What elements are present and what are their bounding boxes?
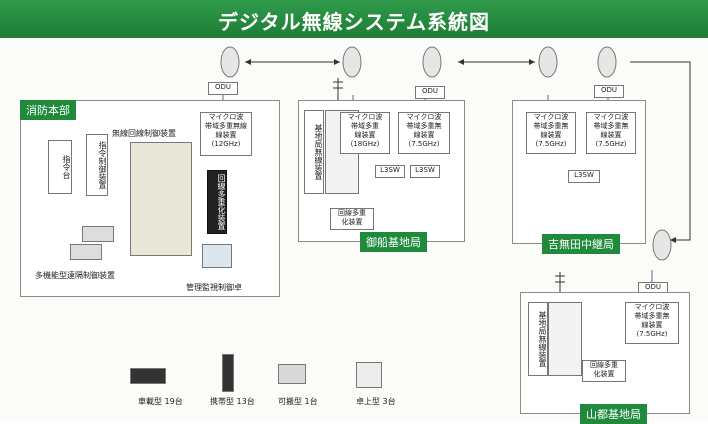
remote-control-label: 多機能型遠隔制御装置 [35, 271, 115, 280]
command-desk: 指令台 [48, 140, 72, 194]
l3sw-mifune-b: L3SW [410, 165, 440, 178]
portable-radio-icon [278, 364, 306, 384]
base-radio-yamato: 基地局無線装置 [528, 302, 548, 376]
monitor-icon [202, 244, 232, 268]
odu-hq: ODU [208, 82, 238, 95]
phone-icon [70, 244, 102, 260]
line-mux-mifune: 回線多重 化装置 [330, 208, 374, 230]
microwave-mifune-b: マイクロ波 帯域多重無 線装置 (7.5GHz) [398, 112, 450, 154]
line-mux-yamato: 回線多重 化装置 [582, 360, 626, 382]
radio-control-cabinet [130, 142, 192, 256]
station-label-mifune: 御船基地局 [360, 232, 427, 252]
terminal-vehicle: 車載型 19台 [138, 397, 183, 406]
station-label-yamato: 山都基地局 [580, 404, 647, 424]
odu-kichimuta: ODU [594, 85, 624, 98]
terminal-desktop: 卓上型 3台 [356, 397, 396, 406]
station-label-hq: 消防本部 [20, 100, 76, 120]
command-control-unit: 指令制御装置 [86, 134, 108, 196]
odu-mifune: ODU [415, 86, 445, 99]
l3sw-kichimuta: L3SW [568, 170, 600, 183]
title-banner: デジタル無線システム系統図 [0, 0, 708, 38]
station-label-kichimuta: 吉無田中継局 [542, 234, 620, 254]
vehicle-radio-icon [130, 368, 166, 384]
terminal-handheld: 携帯型 13台 [210, 397, 255, 406]
desktop-radio-icon [356, 362, 382, 388]
microwave-kichimuta-b: マイクロ波 帯域多重無 線装置 (7.5GHz) [586, 112, 636, 154]
microwave-kichimuta-a: マイクロ波 帯域多重無 線装置 (7.5GHz) [526, 112, 576, 154]
terminal-portable: 可搬型 1台 [278, 397, 318, 406]
microwave-hq: マイクロ波 帯域多重無線 線装置 (12GHz) [200, 112, 252, 156]
line-mux-hq: 回線多重化装置 [207, 170, 227, 234]
base-radio-mifune: 基地局無線装置 [304, 110, 324, 194]
microwave-mifune-a: マイクロ波 帯域多重 線装置 (18GHz) [340, 112, 390, 154]
rack-yamato [548, 302, 582, 376]
microwave-yamato: マイクロ波 帯域多重無 線装置 (7.5GHz) [625, 302, 679, 344]
page-title: デジタル無線システム系統図 [218, 10, 490, 34]
phone-icon [82, 226, 114, 242]
handheld-radio-icon [222, 354, 234, 392]
monitor-console-label: 管理監視制御卓 [186, 283, 242, 292]
l3sw-mifune-a: L3SW [375, 165, 405, 178]
radio-control-label: 無線回線制御装置 [112, 129, 176, 138]
